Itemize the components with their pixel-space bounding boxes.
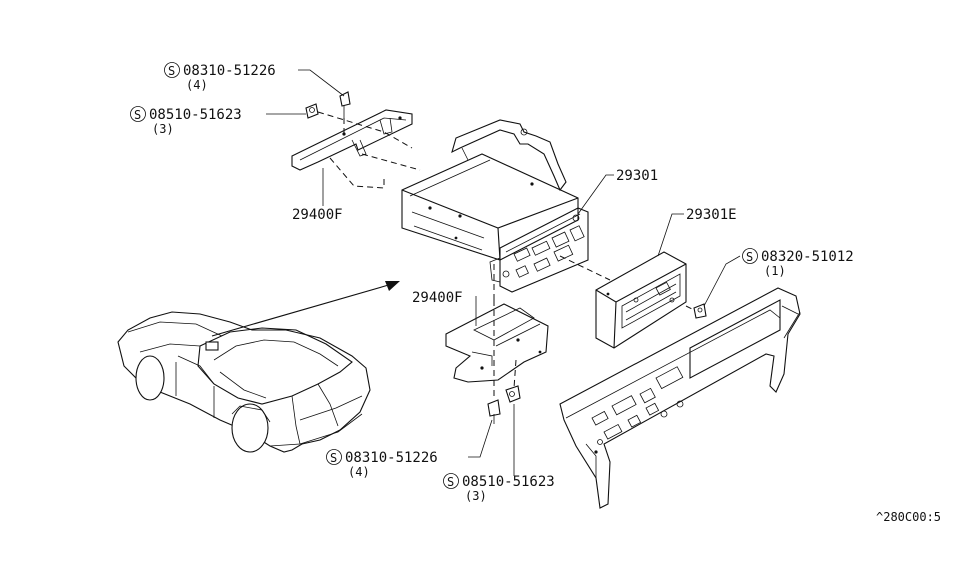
callout-bolt-top: S 08510-51623 (3) <box>130 106 242 136</box>
callout-screw-top: S 08310-51226 (4) <box>164 62 276 92</box>
part-number: 08310-51226 <box>345 450 438 466</box>
callout-bracket-top: 29400F <box>292 207 343 223</box>
s-symbol-icon <box>742 248 758 264</box>
radio-faceplate <box>595 251 707 349</box>
part-number: 08510-51623 <box>149 107 242 123</box>
s-symbol-label: S <box>168 64 175 78</box>
quantity: (4) <box>348 465 370 479</box>
part-number: 08320-51012 <box>761 249 854 265</box>
callout-radio: 29301 <box>616 168 658 184</box>
s-symbol-icon <box>164 62 180 78</box>
callout-radio-face: 29301E <box>686 207 737 223</box>
s-symbol-label: S <box>134 108 141 122</box>
quantity: (3) <box>465 489 487 503</box>
callout-bolt-bottom: S 08510-51623 (3) <box>443 473 555 503</box>
s-symbol-icon <box>326 449 342 465</box>
quantity: (1) <box>764 264 786 278</box>
diagram-reference-code: ^280C00:5 <box>876 510 941 524</box>
part-number: 08510-51623 <box>462 474 555 490</box>
s-symbol-icon <box>130 106 146 122</box>
leader-lines <box>266 69 741 476</box>
callout-bracket-bottom: 29400F <box>412 290 463 306</box>
bracket-bottom <box>445 300 549 424</box>
s-symbol-label: S <box>330 451 337 465</box>
part-number: 08310-51226 <box>183 63 276 79</box>
radio-unit <box>401 119 611 300</box>
s-symbol-label: S <box>447 475 454 489</box>
callout-screw-bottom: S 08310-51226 (4) <box>326 449 438 479</box>
bracket-top <box>291 91 421 189</box>
quantity: (3) <box>152 122 174 136</box>
instrument-cluster-lid <box>559 287 801 509</box>
car-illustration <box>117 281 400 453</box>
quantity: (4) <box>186 78 208 92</box>
s-symbol-icon <box>443 473 459 489</box>
callout-screw-right: S 08320-51012 (1) <box>742 248 854 278</box>
s-symbol-label: S <box>746 250 753 264</box>
